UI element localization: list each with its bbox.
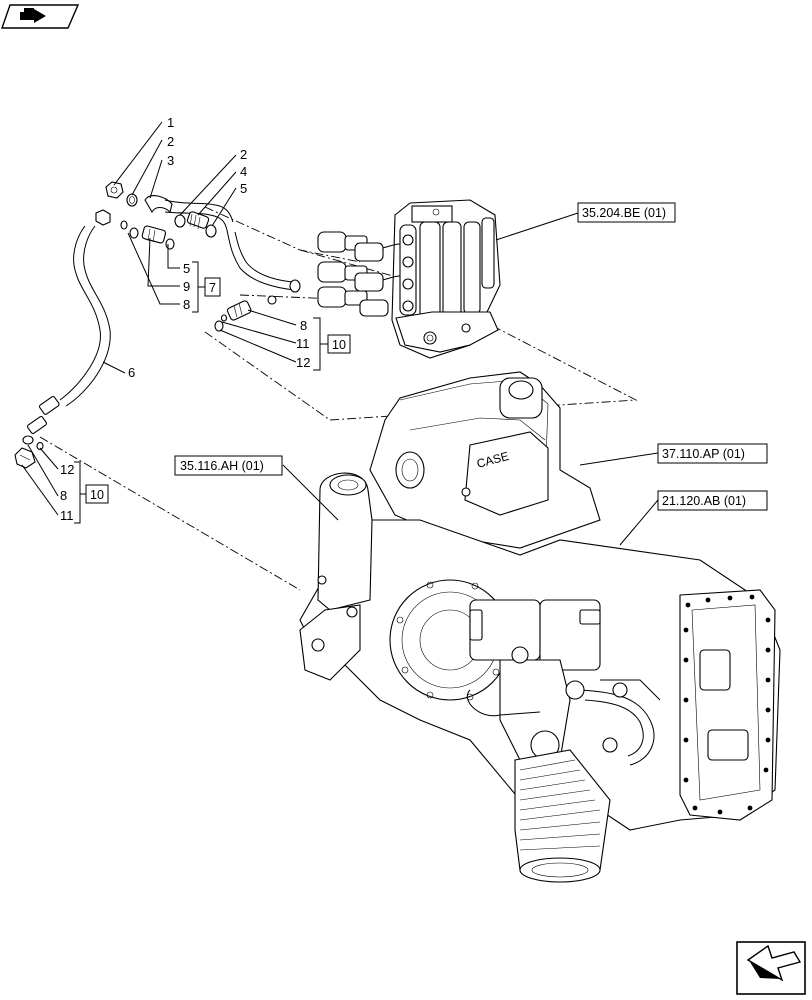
callout-12b: 12: [60, 462, 74, 477]
callout-2b: 2: [240, 147, 247, 162]
leader-lines: [21, 121, 659, 546]
fittings-cluster: [105, 181, 301, 332]
ref-label-valve[interactable]: 35.204.BE (01): [582, 206, 666, 220]
transmission-housing: CASE: [299, 371, 781, 883]
control-valve-assembly: [317, 199, 501, 359]
ref-label-tank[interactable]: 35.116.AH (01): [180, 459, 264, 473]
group-box-10-lower: 10: [90, 488, 104, 502]
callout-8c: 8: [60, 488, 67, 503]
callout-8: 8: [183, 297, 190, 312]
view-arrow-icon[interactable]: [1, 4, 80, 29]
next-page-arrow-icon[interactable]: [736, 941, 806, 995]
callout-3: 3: [167, 153, 174, 168]
group-box-10-middle: 10: [332, 338, 346, 352]
callout-5: 5: [240, 181, 247, 196]
callout-12: 12: [296, 355, 310, 370]
callout-9: 9: [183, 279, 190, 294]
callout-8b: 8: [300, 318, 307, 333]
group-box-7: 7: [209, 281, 216, 295]
hose-6: [14, 209, 111, 469]
callout-4: 4: [240, 164, 247, 179]
callout-11: 11: [296, 336, 310, 351]
callout-6: 6: [128, 365, 135, 380]
callout-11b: 11: [60, 508, 74, 523]
callout-1: 1: [167, 115, 174, 130]
ref-label-cover[interactable]: 37.110.AP (01): [662, 447, 745, 461]
callout-5b: 5: [183, 261, 190, 276]
callout-2: 2: [167, 134, 174, 149]
ref-label-housing[interactable]: 21.120.AB (01): [662, 494, 746, 508]
